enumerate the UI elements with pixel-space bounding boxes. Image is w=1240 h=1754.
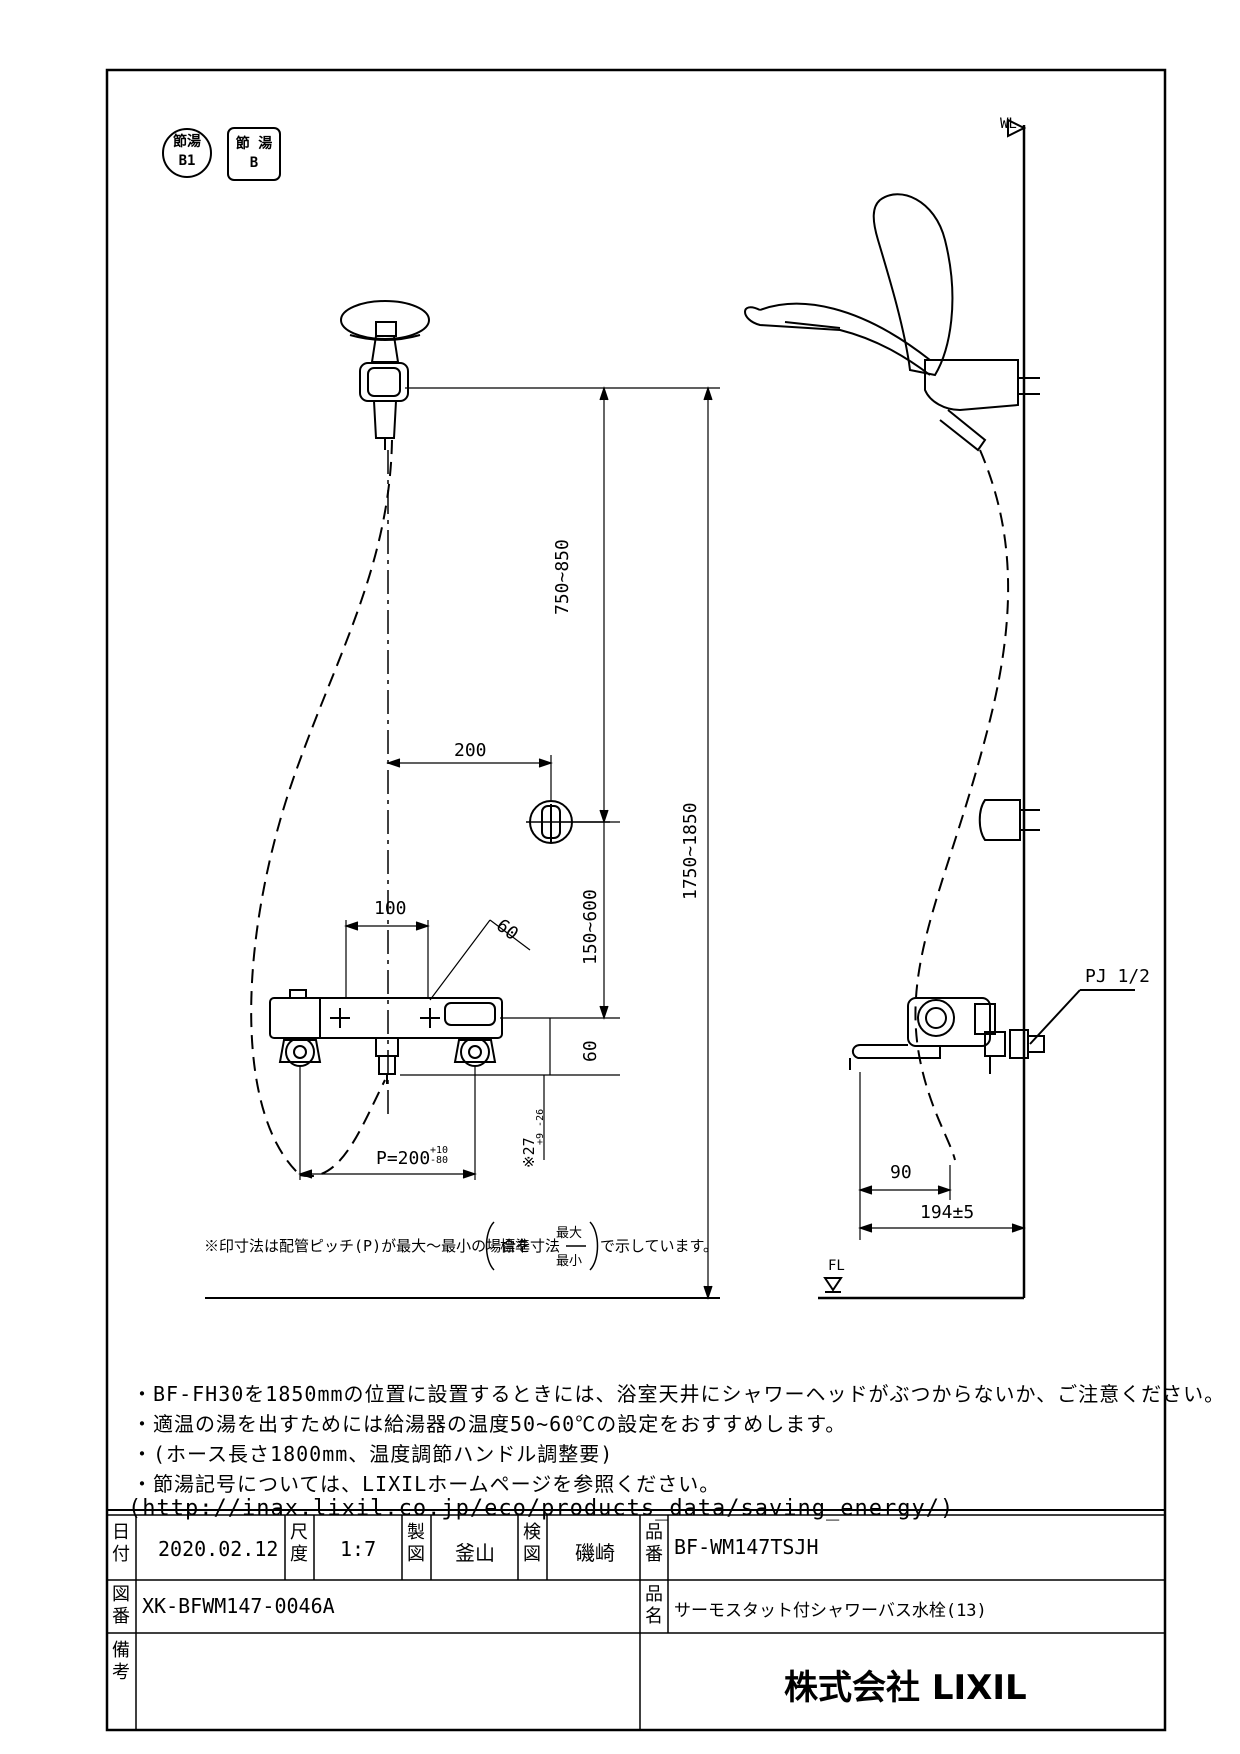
tb-checked: 磯崎 xyxy=(575,1541,615,1565)
front-dimension-lines xyxy=(205,386,720,1300)
legend-note-after: で示しています。 xyxy=(600,1237,719,1255)
legend-note-before: ※印寸法は配管ピッチ(P)が最大～最小の場合を xyxy=(204,1237,532,1255)
note-line-2: ・適温の湯を出すためには給湯器の温度50~60℃の設定をおすすめします。 xyxy=(132,1412,847,1436)
tb-date: 2020.02.12 xyxy=(158,1537,279,1561)
tb-drawing-no: XK-BFWM147-0046A xyxy=(142,1594,335,1618)
drawing-frame xyxy=(105,68,1167,1732)
side-view xyxy=(744,118,1135,1300)
legend-note-max: 最大 xyxy=(556,1226,583,1241)
tb-part-name: サーモスタット付シャワーバス水栓(13) xyxy=(674,1601,987,1621)
pj-label: PJ 1/2 xyxy=(1085,966,1151,987)
note-line-4: ・節湯記号については、LIXILホームページを参照ください。 xyxy=(132,1472,721,1496)
legend-note-min: 最小 xyxy=(556,1254,583,1269)
fl-label: FL xyxy=(828,1258,845,1274)
dim-100: 100 xyxy=(374,898,407,919)
legend-note-std: 標準寸法 xyxy=(500,1237,561,1255)
badge-square-grade: B xyxy=(249,155,259,171)
badge-circle-grade: B1 xyxy=(178,153,196,169)
wl-label: WL xyxy=(1000,116,1017,132)
dim-60: 60 xyxy=(580,1040,601,1062)
tb-part-no: BF-WM147TSJH xyxy=(674,1535,819,1559)
mixer-valve-body-icon xyxy=(269,989,503,1084)
company-logo: 株式会社 LIXIL xyxy=(784,1668,1027,1708)
dim-pitch-tolerance: +10 -80 xyxy=(430,1145,449,1166)
dim-750-850: 750~850 xyxy=(552,539,573,615)
dim-200: 200 xyxy=(454,740,487,761)
mixer-side-icon xyxy=(849,989,1135,1074)
dim-pitch: P=200 xyxy=(376,1148,431,1169)
dim-27-tolerance: +9 -26 xyxy=(535,1108,546,1145)
side-dimension-lines xyxy=(858,1072,1026,1240)
dim-1750-1850: 1750~1850 xyxy=(680,802,701,900)
badge-circle-label: 節湯 xyxy=(173,134,201,150)
tb-date-label: 日付 xyxy=(112,1522,130,1565)
dim-194: 194±5 xyxy=(920,1202,975,1223)
tb-part-name-label: 品名 xyxy=(645,1584,663,1627)
tb-part-no-label: 品番 xyxy=(645,1522,663,1565)
water-saving-badges xyxy=(162,127,281,181)
dim-150-600: 150~600 xyxy=(580,889,601,965)
badge-square-label: 節 湯 xyxy=(235,136,273,152)
tb-drawing-no-label: 図番 xyxy=(112,1584,130,1627)
legend-bracket xyxy=(485,1221,599,1271)
title-block-grid xyxy=(107,1514,1165,1730)
front-view xyxy=(205,300,720,1300)
shower-head-top-icon xyxy=(340,300,430,450)
note-line-3: ・(ホース長さ1800mm、温度調節ハンドル調整要) xyxy=(132,1442,614,1466)
shower-head-side-icon xyxy=(744,193,1040,452)
note-line-1: ・BF-FH30を1850mmの位置に設置するときには、浴室天井にシャワーヘッド… xyxy=(132,1382,1226,1406)
tb-checked-label: 検図 xyxy=(523,1522,541,1565)
tb-scale: 1:7 xyxy=(340,1537,377,1561)
side-holder-icon xyxy=(978,799,1040,841)
tb-drawn: 釜山 xyxy=(455,1541,495,1565)
tb-drawn-label: 製図 xyxy=(407,1522,425,1565)
tb-remarks-label: 備考 xyxy=(112,1640,130,1683)
tb-scale-label: 尺度 xyxy=(290,1522,308,1565)
note-line-5: (http://inax.lixil.co.jp/eco/products_da… xyxy=(128,1496,955,1521)
dim-90: 90 xyxy=(890,1162,912,1183)
